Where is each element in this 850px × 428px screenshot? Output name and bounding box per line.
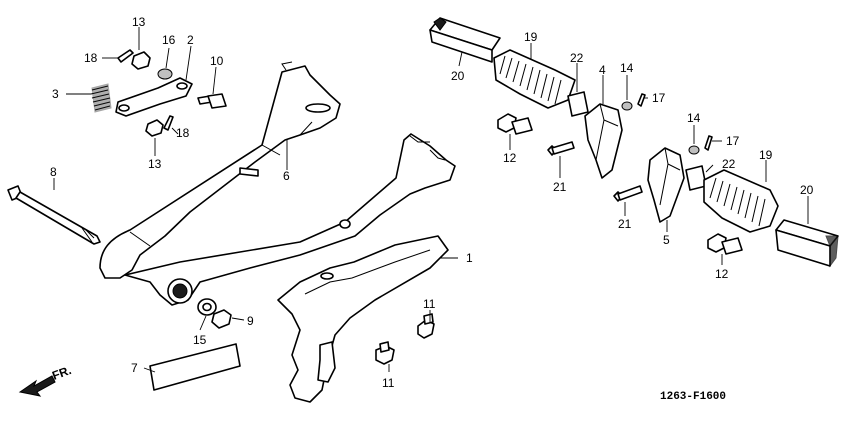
callout-10: 10: [210, 54, 224, 68]
plate-22-lower: [685, 165, 707, 191]
callout-12-upper: 12: [503, 151, 517, 165]
callout-20-upper: 20: [451, 69, 465, 83]
callout-14-lower: 14: [687, 111, 701, 125]
bolt-12-lower: [707, 233, 743, 255]
callout-17-upper: 17: [652, 91, 666, 105]
callout-6: 6: [283, 169, 290, 183]
cotter-pin-18-upper: [117, 49, 134, 63]
callout-11-upper: 11: [423, 297, 436, 311]
spring: [90, 83, 112, 113]
nut-13-upper: [131, 51, 151, 70]
stay-plate: [115, 77, 193, 117]
washer-14-lower: [688, 145, 700, 155]
callout-1: 1: [466, 251, 473, 265]
pivot-bolt: [7, 185, 101, 245]
callout-13-upper: 13: [132, 15, 146, 29]
cotter-pin-17-upper: [637, 93, 646, 107]
callout-17-lower: 17: [726, 134, 740, 148]
step-holder-4: [584, 103, 623, 179]
callout-2: 2: [187, 33, 194, 47]
callout-5: 5: [663, 233, 670, 247]
pin-21-lower: [613, 185, 643, 202]
bolt-10: [197, 93, 227, 109]
footrest-bar-20-upper: [429, 17, 501, 63]
callout-8: 8: [50, 165, 57, 179]
step-holder-5: [647, 147, 685, 223]
callout-22-lower: 22: [722, 157, 736, 171]
chain-guard-bracket: [277, 235, 449, 403]
drawing-code: 1263-F1600: [660, 391, 726, 403]
callout-14-upper: 14: [620, 61, 634, 75]
footrest-rubber-19-lower: [703, 169, 779, 233]
bolt-12-upper: [497, 113, 533, 135]
callout-18-lower: 18: [176, 126, 190, 140]
cotter-pin-18-lower: [163, 115, 174, 131]
callout-21-lower: 21: [618, 217, 632, 231]
callout-15: 15: [193, 333, 207, 347]
nut-9: [211, 309, 232, 329]
bolt-11-upper: [417, 313, 435, 339]
callout-20-lower: 20: [800, 183, 814, 197]
washer-15-hole: [202, 302, 212, 312]
footrest-rubber-19-upper: [493, 49, 576, 109]
nut-13-lower: [145, 119, 164, 137]
callout-9: 9: [247, 314, 254, 328]
callout-19-upper: 19: [524, 30, 538, 44]
callout-7: 7: [131, 361, 138, 375]
swingarm: [99, 61, 456, 306]
washer-16: [157, 68, 173, 80]
callout-22-upper: 22: [570, 51, 584, 65]
plate-22-upper: [567, 91, 589, 117]
callout-12-lower: 12: [715, 267, 729, 281]
callout-3: 3: [52, 87, 59, 101]
callout-18-upper: 18: [84, 51, 98, 65]
front-direction-arrow: FR.: [18, 363, 73, 397]
front-direction-label: FR.: [50, 363, 73, 383]
bolt-11-lower: [375, 341, 395, 365]
callout-labels: 1 2 3 4 5 6 7 8 9 10 11 11 12 12 13 13 1…: [50, 15, 814, 390]
footrest-bar-20-lower: [775, 219, 839, 268]
callout-16: 16: [162, 33, 176, 47]
callout-4: 4: [599, 63, 606, 77]
callout-13-lower: 13: [148, 157, 162, 171]
callout-19-lower: 19: [759, 148, 773, 162]
cotter-pin-17-lower: [704, 135, 713, 151]
pin-21-upper: [547, 141, 575, 156]
callout-11-lower: 11: [382, 376, 395, 390]
callout-21-upper: 21: [553, 180, 567, 194]
caution-label-7: [149, 343, 241, 391]
washer-14-upper: [621, 101, 633, 111]
leader-lines: [53, 27, 809, 373]
